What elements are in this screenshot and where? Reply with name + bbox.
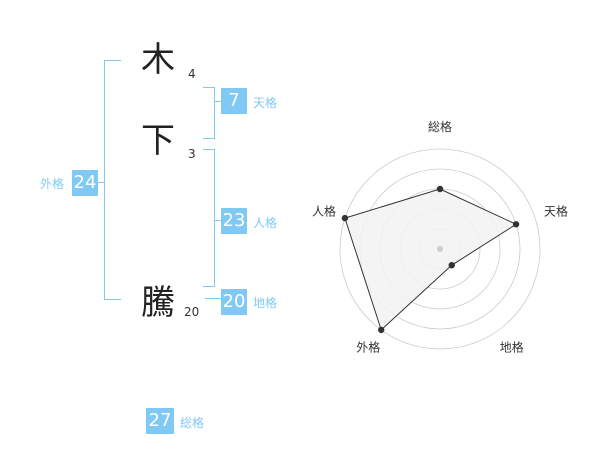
radar-axis-label-jinkaku: 人格 — [312, 203, 336, 218]
radar-ring — [339, 148, 541, 350]
radar-point-2 — [448, 261, 455, 269]
radar-center-dot — [437, 246, 443, 252]
radar-point-3 — [378, 326, 385, 334]
radar-points — [341, 185, 520, 334]
chikaku-label: 地格 — [253, 296, 278, 310]
tenkaku-badge: 7 — [221, 88, 247, 114]
radar-point-0 — [436, 185, 444, 193]
tenkaku-bracket — [203, 87, 215, 139]
name-char-2: 下 — [141, 121, 175, 161]
tenkaku-label: 天格 — [253, 96, 278, 110]
stroke-count-3: 20 — [184, 305, 200, 319]
stroke-count-2: 3 — [188, 147, 196, 161]
radar-axis-label-gaikaku: 外格 — [356, 340, 380, 355]
tenkaku-connector — [215, 101, 221, 102]
jinkaku-label: 人格 — [253, 216, 278, 230]
chikaku-badge: 20 — [221, 289, 247, 315]
radar-point-1 — [512, 221, 520, 228]
gaikaku-badge: 24 — [72, 170, 98, 196]
jinkaku-badge: 23 — [221, 208, 247, 234]
radar-axis-label-chikaku: 地格 — [500, 340, 524, 355]
gaikaku-label: 外格 — [40, 177, 65, 191]
radar-value-shape — [344, 188, 518, 331]
gaikaku-connector — [98, 182, 104, 183]
soukaku-badge: 27 — [146, 408, 174, 434]
radar-point-4 — [341, 214, 349, 222]
gaikaku-bracket — [104, 60, 121, 300]
jinkaku-connector — [215, 220, 221, 221]
name-char-1: 木 — [141, 40, 175, 80]
radar-axis-label-soukaku: 総格 — [428, 119, 452, 134]
jinkaku-bracket — [203, 149, 215, 287]
name-char-3: 騰 — [141, 283, 175, 323]
chikaku-connector — [205, 298, 221, 299]
radar-axis-label-tenkaku: 天格 — [544, 203, 568, 218]
soukaku-label: 総格 — [180, 416, 205, 430]
stroke-count-1: 4 — [188, 67, 196, 81]
